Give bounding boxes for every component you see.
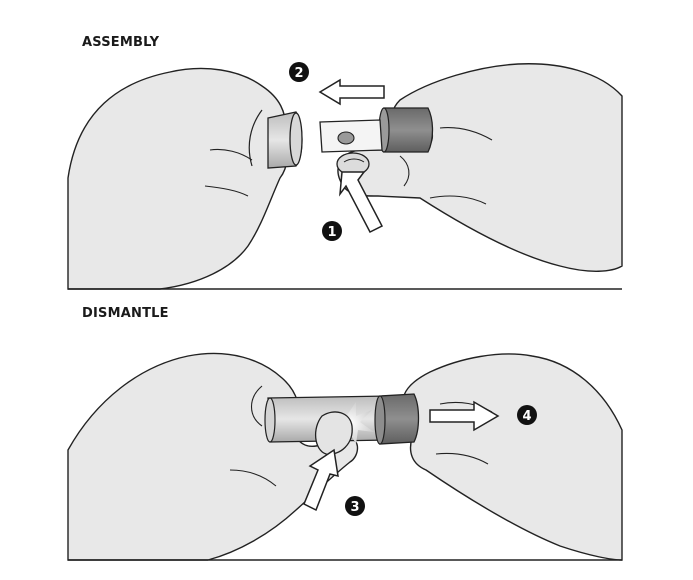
arrow-step-1	[339, 171, 384, 234]
dark-grip	[383, 107, 434, 153]
step-marker-3: 3	[345, 496, 365, 516]
step-number-1: 1	[327, 225, 336, 240]
pressing-thumb	[315, 411, 353, 455]
arrow-step-2	[318, 78, 385, 106]
dismantle-heading: DISMANTLE	[82, 306, 169, 321]
arrow-step-3	[303, 448, 339, 512]
right-hand-dismantle	[402, 353, 623, 561]
step-marker-1: 1	[322, 221, 342, 241]
step-marker-2: 2	[289, 62, 309, 82]
assembly-heading: ASSEMBLY	[82, 35, 160, 50]
left-hand-assembly	[67, 67, 289, 290]
left-hand-dismantle	[67, 352, 359, 561]
dismantle-panel: 4 3	[67, 352, 623, 561]
step-number-4: 4	[522, 409, 531, 424]
arrow-step-4	[429, 400, 500, 432]
step-number-3: 3	[350, 500, 359, 515]
step-marker-4: 4	[517, 405, 537, 425]
dark-grip-dismantle	[379, 393, 420, 445]
assembly-panel: 2 1	[67, 62, 623, 290]
step-number-2: 2	[294, 66, 303, 81]
